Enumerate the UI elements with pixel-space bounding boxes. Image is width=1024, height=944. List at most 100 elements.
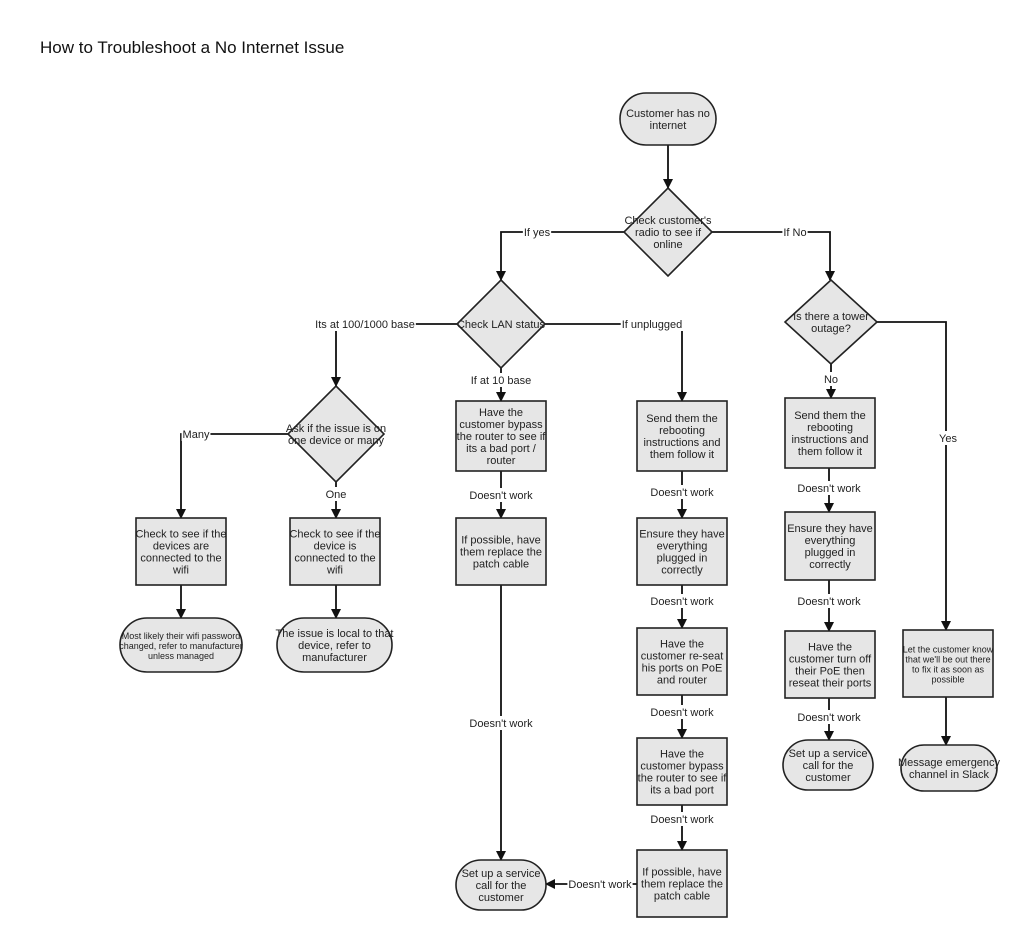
decision-node-d2: Check LAN status [455,278,547,370]
node-text: manufacturer [302,652,367,664]
node-text: instructions and [791,434,868,446]
node-text: and router [657,675,707,687]
node-text: one device or many [288,435,384,447]
svg-text:Doesn't work: Doesn't work [650,707,714,719]
node-text: Check customer's [624,215,712,227]
svg-text:Its at 100/1000 base: Its at 100/1000 base [315,319,415,331]
node-text: Have the [660,639,704,651]
node-text: Set up a service [462,868,541,880]
node-text: Most likely their wifi password [122,631,241,641]
svg-text:Doesn't work: Doesn't work [469,490,533,502]
node-text: customer bypass [459,419,543,431]
svg-text:Doesn't work: Doesn't work [797,483,861,495]
node-text: them replace the [460,547,542,559]
node-text: device is [314,541,357,553]
node-text: patch cable [654,891,710,903]
node-text: The issue is local to that [275,628,393,640]
node-text: rebooting [807,422,853,434]
node-text: the router to see if [457,431,547,443]
node-text: online [653,239,682,251]
svg-text:Doesn't work: Doesn't work [469,718,533,730]
node-text: plugged in [657,553,708,565]
node-text: customer [478,892,524,904]
node-text: wifi [172,565,189,577]
edge-label: If No [782,225,808,239]
node-text: his ports on PoE [642,663,723,675]
node-text: customer [805,772,851,784]
node-text: reseat their ports [789,678,872,690]
edge-label: Doesn't work [649,705,715,719]
node-text: patch cable [473,559,529,571]
edge-label: Many [181,427,211,441]
node-text: call for the [803,760,854,772]
node-text: unless managed [148,651,214,661]
svg-text:If yes: If yes [524,227,551,239]
edge-d1-d2 [496,231,624,281]
node-text: its a bad port / [466,443,537,455]
edge-label: Doesn't work [468,716,534,730]
node-text: radio to see if [635,227,702,239]
edge-label: Doesn't work [649,594,715,608]
node-text: rebooting [659,425,705,437]
node-text: plugged in [805,547,856,559]
node-text: correctly [809,559,851,571]
edge-label: Doesn't work [468,488,534,502]
node-text: Check to see if the [289,529,380,541]
edge-label: Doesn't work [796,481,862,495]
edge-label: If at 10 base [469,373,533,387]
svg-text:Doesn't work: Doesn't work [650,814,714,826]
edge-label: One [324,487,348,501]
svg-text:Yes: Yes [939,433,957,445]
edge-d3-M [877,321,951,631]
edge-label: Doesn't work [567,877,633,891]
edge-label: No [822,372,840,386]
node-text: Ensure they have [787,523,873,535]
node-text: them follow it [798,446,862,458]
node-text: them replace the [641,879,723,891]
edge-label: Doesn't work [649,485,715,499]
svg-text:Doesn't work: Doesn't work [650,487,714,499]
node-text: internet [650,120,687,132]
svg-text:Doesn't work: Doesn't work [797,596,861,608]
node-text: its a bad port [650,785,714,797]
node-text: Have the [808,642,852,654]
node-text: customer turn off [789,654,872,666]
node-text: Let the customer know [903,645,994,655]
node-text: Ask if the issue is on [286,423,386,435]
node-text: Is there a tower [793,311,869,323]
node-text: the router to see if [638,773,728,785]
edge-d4-A [176,433,288,519]
terminal-node-T1: Most likely their wifi passwordchanged, … [119,617,243,673]
node-text: Have the [479,407,523,419]
node-text: to fix it as soon as [912,665,985,675]
node-text: customer re-seat [641,651,724,663]
node-text: Send them the [646,413,718,425]
edge-label: Doesn't work [649,812,715,826]
edge-label: Yes [938,431,958,445]
node-text: call for the [476,880,527,892]
svg-text:Doesn't work: Doesn't work [650,596,714,608]
svg-text:If No: If No [783,227,806,239]
diagram-title: How to Troubleshoot a No Internet Issue [40,38,345,57]
node-text: If possible, have [461,535,541,547]
node-text: connected to the [294,553,375,565]
node-text: channel in Slack [909,769,990,781]
node-text: possible [931,675,964,685]
svg-text:Many: Many [183,429,210,441]
node-text: them follow it [650,449,714,461]
node-text: everything [657,541,708,553]
